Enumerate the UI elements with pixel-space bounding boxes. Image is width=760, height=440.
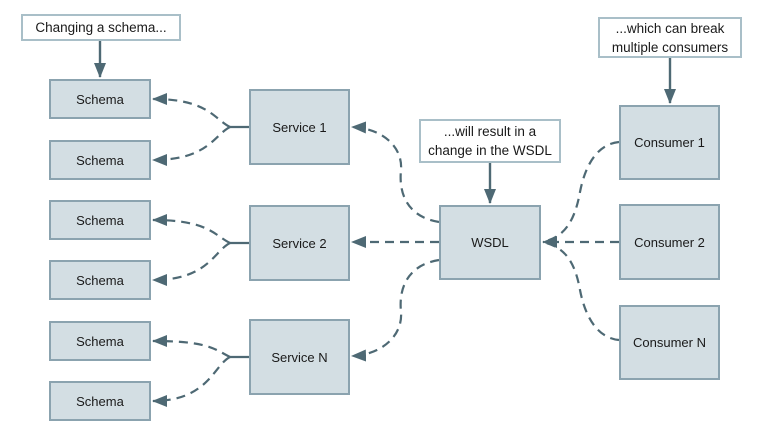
callout-wsdl-change-line1: ...will result in a — [443, 124, 537, 139]
node-consumer-1: Consumer 1 — [619, 105, 720, 180]
connector-service1-schema2 — [152, 126, 231, 166]
node-consumer-2: Consumer 2 — [619, 204, 720, 280]
connector-service2-schema4 — [152, 242, 231, 286]
node-consumer-n: Consumer N — [619, 305, 720, 380]
node-wsdl: WSDL — [439, 205, 541, 280]
node-service-1-label: Service 1 — [272, 119, 327, 135]
connector-service1-schema1 — [152, 93, 231, 128]
node-schema-3-label: Schema — [76, 212, 124, 228]
node-schema-2: Schema — [49, 140, 151, 180]
node-consumer-n-label: Consumer N — [633, 335, 706, 350]
callout-break-consumers-line2: multiple consumers — [611, 39, 729, 55]
node-schema-3: Schema — [49, 200, 151, 240]
node-wsdl-label: WSDL — [471, 235, 509, 250]
node-schema-1: Schema — [49, 79, 151, 119]
node-schema-6-label: Schema — [76, 393, 124, 409]
callout-wsdl-change-line2: change in the WSDL — [428, 143, 552, 158]
node-schema-4-label: Schema — [76, 272, 124, 288]
callout-changing-schema: Changing a schema... — [21, 14, 181, 41]
connector-serviceN-schema6 — [152, 356, 231, 407]
node-schema-5: Schema — [49, 321, 151, 361]
connector-consumer1-wsdl — [545, 140, 620, 243]
callout-wsdl-change: ...will result in a change in the WSDL — [419, 119, 561, 163]
node-schema-1-label: Schema — [76, 91, 124, 107]
node-schema-4: Schema — [49, 260, 151, 300]
connector-serviceN-schema5 — [152, 335, 231, 358]
connector-wsdl-serviceN — [351, 258, 440, 362]
node-service-2: Service 2 — [249, 205, 350, 281]
connector-wsdl-service1 — [351, 121, 440, 224]
connector-consumerN-wsdl — [545, 241, 620, 342]
node-service-n: Service N — [249, 319, 350, 395]
connector-service2-schema3 — [152, 214, 231, 244]
callout-changing-schema-text: Changing a schema... — [35, 20, 167, 35]
node-consumer-1-label: Consumer 1 — [634, 135, 705, 150]
callout-break-consumers: ...which can break multiple consumers — [598, 17, 742, 58]
node-consumer-2-label: Consumer 2 — [634, 234, 705, 250]
node-service-2-label: Service 2 — [272, 235, 327, 251]
node-schema-5-label: Schema — [76, 333, 124, 349]
node-schema-2-label: Schema — [76, 152, 124, 168]
node-service-1: Service 1 — [249, 89, 350, 165]
node-service-n-label: Service N — [271, 349, 328, 365]
callout-break-consumers-line1: ...which can break — [615, 20, 725, 36]
node-schema-6: Schema — [49, 381, 151, 421]
